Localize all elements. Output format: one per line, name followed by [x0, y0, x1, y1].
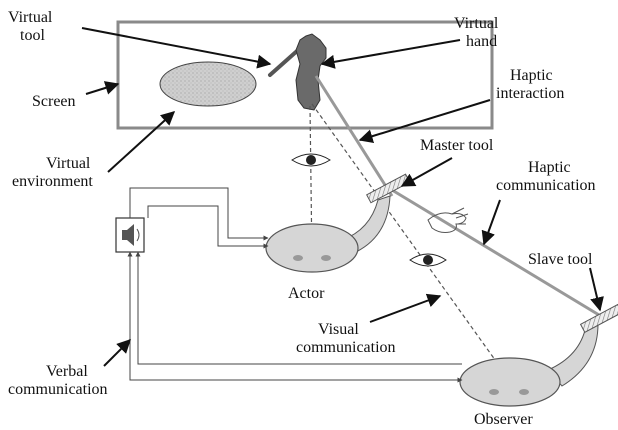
speaker-icon: [122, 224, 140, 246]
observer-eye: [489, 389, 499, 395]
hand-icon: [427, 207, 469, 233]
slave-tool-shape: [579, 303, 618, 333]
actor-head: [265, 223, 359, 273]
label-master-tool: Master tool: [420, 137, 494, 154]
eye-icon: [409, 253, 447, 267]
label-observer: Observer: [474, 411, 533, 428]
eye-icon: [291, 153, 331, 167]
virtual-environment-shape: [159, 61, 257, 107]
label-slave-tool: Slave tool: [528, 251, 593, 268]
actor-eye: [293, 255, 303, 261]
label-actor: Actor: [288, 285, 325, 302]
label-arrows: [81, 27, 604, 367]
label-screen: Screen: [32, 93, 76, 110]
observer-head: [459, 357, 561, 407]
actor-gaze-line: [308, 105, 315, 263]
actor-eye: [321, 255, 331, 261]
virtual-hand-shape: [295, 33, 327, 111]
observer-gaze-line: [311, 103, 519, 393]
verbal-wiring: [127, 187, 463, 383]
observer-eye: [519, 389, 529, 395]
haptic-interaction-link: [314, 75, 394, 197]
haptic-communication-link: [391, 188, 605, 320]
